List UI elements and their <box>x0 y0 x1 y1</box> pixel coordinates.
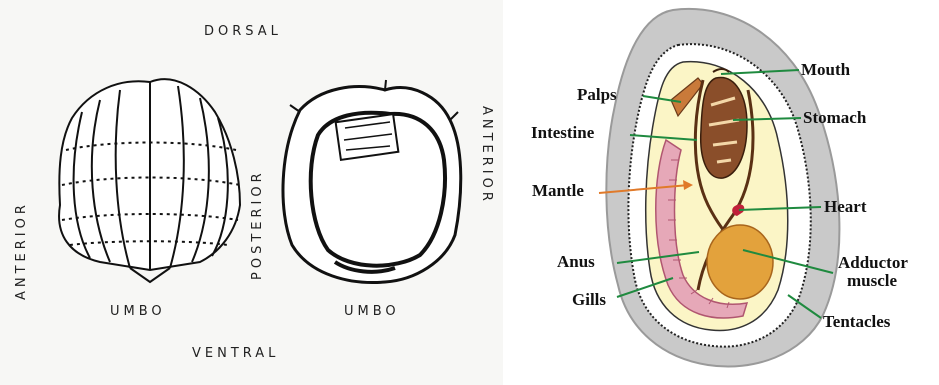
anterior-label-left: ANTERIOR <box>14 201 29 300</box>
oyster-anatomy-panel: Mouth Palps Stomach Intestine Mantle Hea… <box>503 0 939 385</box>
label-tentacles: Tentacles <box>823 312 890 332</box>
umbo-label-right: UMBO <box>344 304 400 319</box>
ventral-label: VENTRAL <box>192 346 279 361</box>
adductor-muscle-shape <box>707 225 773 299</box>
label-adductor: Adductor <box>838 253 908 273</box>
label-muscle: muscle <box>847 271 897 291</box>
umbo-label-left: UMBO <box>110 304 166 319</box>
label-gills: Gills <box>572 290 606 310</box>
label-palps: Palps <box>577 85 617 105</box>
label-intestine: Intestine <box>531 123 594 143</box>
dorsal-label: DORSAL <box>204 24 282 39</box>
stomach-shape <box>701 78 747 179</box>
label-heart: Heart <box>824 197 866 217</box>
shell-diagram-panel: DORSAL VENTRAL UMBO UMBO ANTERIOR POSTER… <box>0 0 503 385</box>
shell-exterior-drawing <box>59 79 240 282</box>
label-mouth: Mouth <box>801 60 850 80</box>
anterior-label-right: ANTERIOR <box>479 106 494 205</box>
shell-interior-drawing <box>283 80 461 283</box>
posterior-label: POSTERIOR <box>250 169 265 280</box>
label-stomach: Stomach <box>803 108 866 128</box>
label-anus: Anus <box>557 252 595 272</box>
label-mantle: Mantle <box>532 181 584 201</box>
